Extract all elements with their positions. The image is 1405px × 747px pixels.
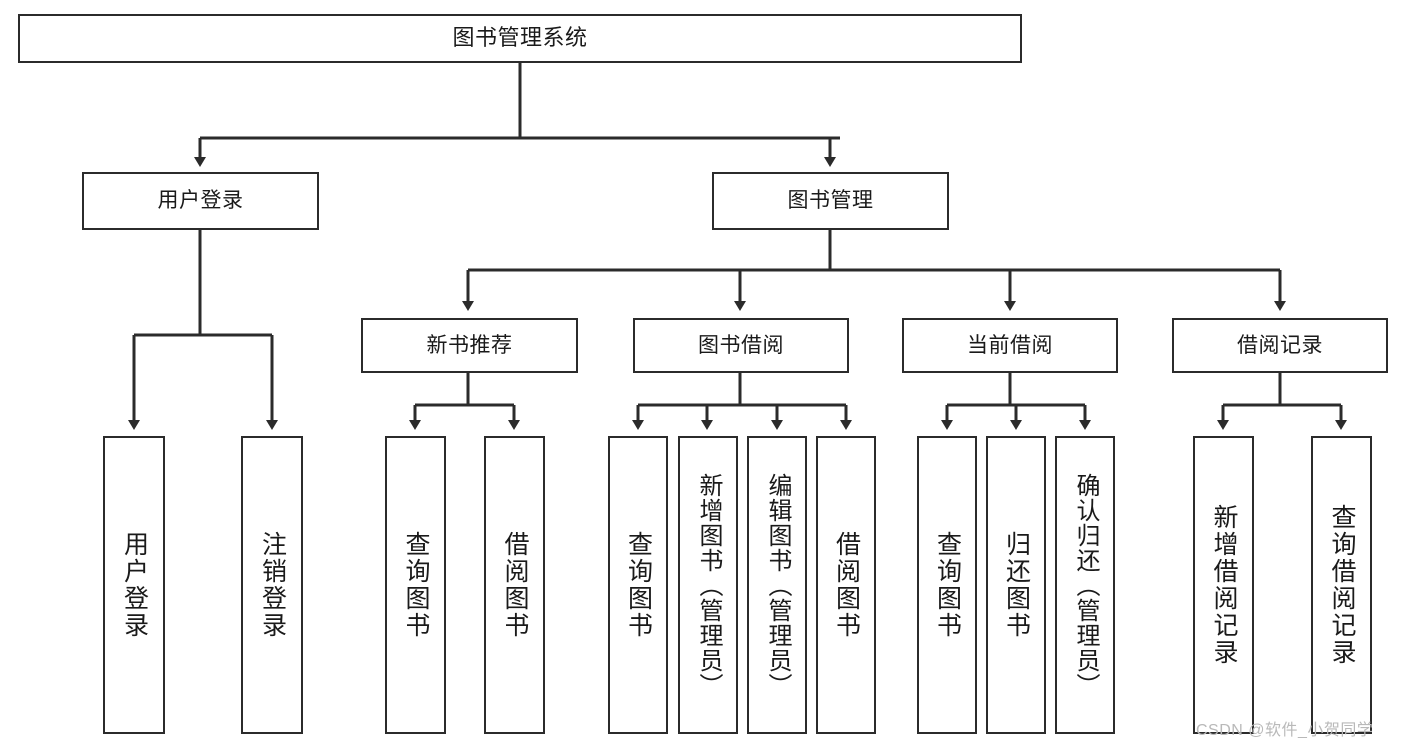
- csdn-watermark: CSDN @软件_小贺同学: [1196, 722, 1374, 739]
- node-leaf-query-record[interactable]: 查询借阅记录: [1311, 436, 1372, 734]
- node-book-borrow-label: 图书借阅: [698, 333, 784, 357]
- node-leaf-query-book-c[interactable]: 查询图书: [917, 436, 977, 734]
- node-book-manage[interactable]: 图书管理: [712, 172, 949, 230]
- node-leaf-edit-book-label: 编辑图书（管理员）: [763, 472, 791, 698]
- node-current-borrow[interactable]: 当前借阅: [902, 318, 1118, 373]
- node-leaf-user-login-label: 用户登录: [120, 531, 149, 639]
- node-leaf-query-record-label: 查询借阅记录: [1328, 504, 1356, 666]
- node-leaf-return-book-label: 归还图书: [1002, 531, 1031, 639]
- node-leaf-edit-book[interactable]: 编辑图书（管理员）: [747, 436, 807, 734]
- node-root-label: 图书管理系统: [452, 25, 588, 51]
- node-leaf-query-book-b[interactable]: 查询图书: [608, 436, 668, 734]
- node-leaf-borrow-book-b[interactable]: 借阅图书: [816, 436, 876, 734]
- node-leaf-user-logout[interactable]: 注销登录: [241, 436, 303, 734]
- node-borrow-record-label: 借阅记录: [1237, 333, 1323, 357]
- node-leaf-query-book-a[interactable]: 查询图书: [385, 436, 446, 734]
- node-new-book-rec[interactable]: 新书推荐: [361, 318, 578, 373]
- node-leaf-add-book-label: 新增图书（管理员）: [694, 472, 722, 698]
- node-leaf-borrow-book-b-label: 借阅图书: [832, 531, 861, 639]
- node-leaf-return-book[interactable]: 归还图书: [986, 436, 1046, 734]
- node-user-login-label: 用户登录: [157, 189, 244, 213]
- node-book-manage-label: 图书管理: [787, 189, 874, 213]
- node-leaf-borrow-book-a[interactable]: 借阅图书: [484, 436, 545, 734]
- node-book-borrow[interactable]: 图书借阅: [633, 318, 849, 373]
- node-leaf-add-record[interactable]: 新增借阅记录: [1193, 436, 1254, 734]
- node-leaf-query-book-b-label: 查询图书: [624, 531, 653, 639]
- node-leaf-add-record-label: 新增借阅记录: [1210, 504, 1238, 666]
- node-leaf-borrow-book-a-label: 借阅图书: [501, 531, 529, 639]
- node-leaf-confirm-return-label: 确认归还（管理员）: [1071, 472, 1099, 698]
- node-leaf-user-logout-label: 注销登录: [258, 531, 287, 639]
- node-current-borrow-label: 当前借阅: [967, 333, 1053, 357]
- node-user-login[interactable]: 用户登录: [82, 172, 319, 230]
- node-leaf-add-book[interactable]: 新增图书（管理员）: [678, 436, 738, 734]
- node-leaf-confirm-return[interactable]: 确认归还（管理员）: [1055, 436, 1115, 734]
- node-new-book-rec-label: 新书推荐: [426, 333, 513, 357]
- node-leaf-query-book-a-label: 查询图书: [402, 531, 430, 639]
- node-leaf-user-login[interactable]: 用户登录: [103, 436, 165, 734]
- node-borrow-record[interactable]: 借阅记录: [1172, 318, 1388, 373]
- node-leaf-query-book-c-label: 查询图书: [933, 531, 962, 639]
- node-root[interactable]: 图书管理系统: [18, 14, 1022, 63]
